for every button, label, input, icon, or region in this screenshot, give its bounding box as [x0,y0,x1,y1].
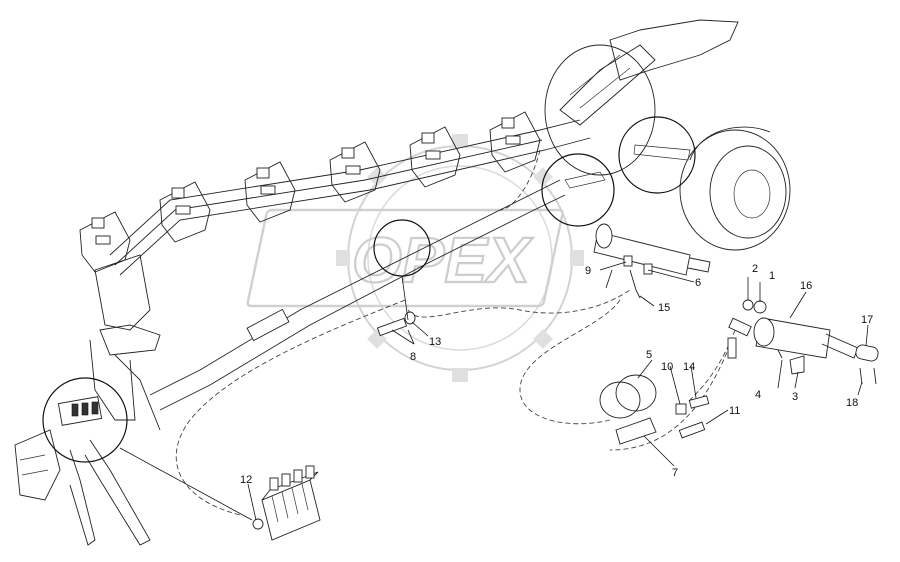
part-label-2: 2 [752,263,758,275]
adapter-14 [688,395,710,409]
part-label-10: 10 [661,361,673,373]
control-valve-block [252,465,321,541]
wheel-arm-circle [544,44,656,176]
part-label-15: 15 [658,302,670,314]
part-label-3: 3 [792,391,798,403]
fitting-9 [623,255,633,267]
part-label-4: 4 [755,389,761,401]
ring-2 [742,299,754,311]
bracket-1 [79,211,131,273]
fittings-8-13 [376,311,416,337]
depth-wheel [544,44,791,251]
clamp-5a [599,381,641,419]
detail-circles [42,116,696,463]
hydraulic-hoses [175,149,736,516]
pin-18 [859,367,877,385]
part-label-8: 8 [410,351,416,363]
clamp-5b [615,374,657,412]
part-label-7: 7 [672,467,678,479]
bracket-2 [159,181,211,243]
lower-fittings [599,374,710,445]
part-label-14: 14 [683,361,695,373]
body-brackets [79,111,541,273]
part-label-13: 13 [429,336,441,348]
bracket-3 [244,161,296,223]
nut-10 [675,403,687,415]
lift-cylinder-assembly [727,299,879,385]
part-label-5: 5 [646,349,652,361]
part-label-9: 9 [585,265,591,277]
bracket-5 [409,126,461,188]
detail-circle-cylinder-mount [541,153,615,227]
upper-cylinder [593,223,711,299]
part-label-1: 1 [769,270,775,282]
leader-lines [119,261,869,521]
clip-3 [789,355,805,375]
bracket-6 [489,111,541,173]
detail-circle-wheel-cylinder [618,116,696,194]
ring-1 [753,300,767,314]
part-label-6: 6 [695,277,701,289]
part-label-12: 12 [240,474,252,486]
part-label-11: 11 [729,405,740,417]
part-label-17: 17 [861,314,873,326]
fitting-6 [643,263,653,275]
part-label-18: 18 [846,397,858,409]
tee-7 [615,417,657,445]
bolt-4 [777,349,783,359]
fitting-12 [252,518,264,530]
detail-circle-valve-mount [42,377,128,463]
pin-17 [855,344,879,362]
adapter-11 [678,421,706,439]
watermark: OPEX [246,134,584,382]
part-label-16: 16 [800,280,812,292]
bracket-4 [329,141,381,203]
watermark-text: OPEX [352,224,533,296]
part-labels: 1 2 3 4 5 6 7 8 9 10 11 12 13 14 15 16 1… [240,263,873,486]
washer-13 [404,311,416,325]
